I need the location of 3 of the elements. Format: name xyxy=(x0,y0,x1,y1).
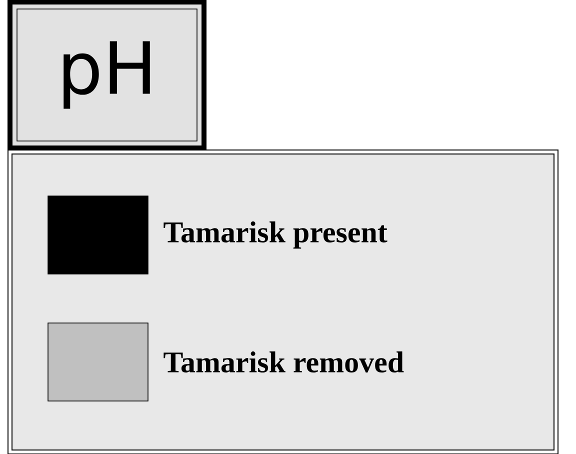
legend-label: Tamarisk present xyxy=(164,221,388,249)
title-box: pH xyxy=(8,0,206,150)
legend-label: Tamarisk removed xyxy=(164,351,404,373)
